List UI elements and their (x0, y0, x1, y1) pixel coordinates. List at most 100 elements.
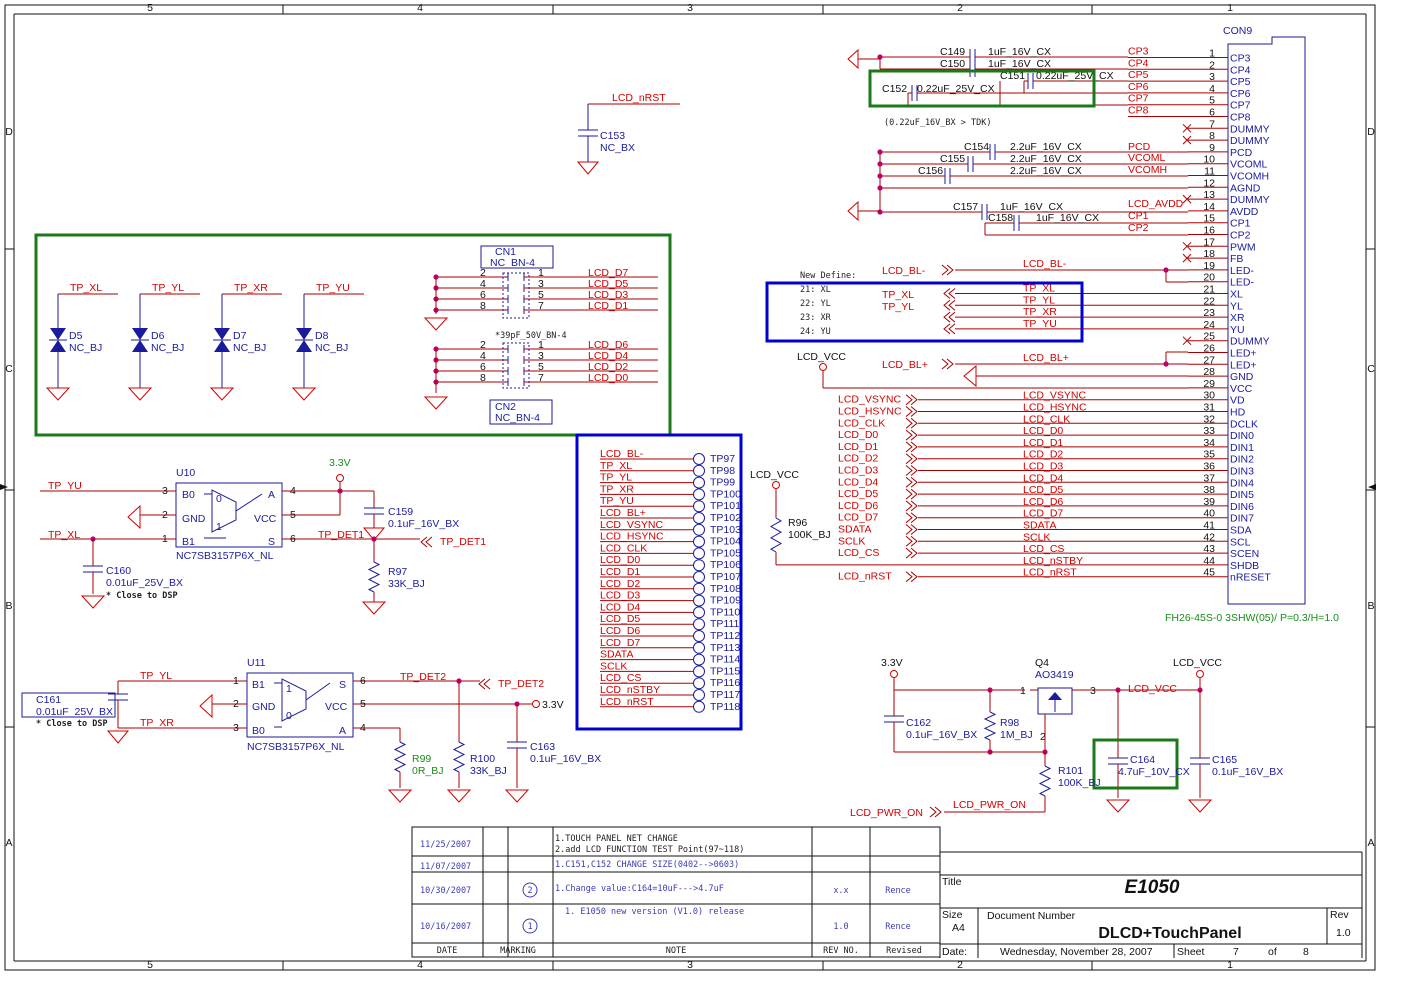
net-label: LCD_AVDD (1128, 198, 1184, 210)
port-chevron-icon (905, 417, 918, 429)
pin-name: VCOMH (1230, 171, 1269, 183)
test-point-icon (693, 594, 705, 607)
port-chevron-icon (905, 476, 918, 488)
port-chevron-icon (905, 512, 918, 524)
pin-number: 4 (480, 350, 486, 362)
net-label: LCD_BL+ (600, 507, 646, 519)
ref-label: CN2 (495, 401, 516, 413)
pin-number: 12 (1203, 177, 1215, 189)
ground-icon (199, 693, 213, 719)
pin-number: 26 (1203, 343, 1215, 355)
pin-number: 3 (162, 485, 168, 497)
resistor-symbol (1038, 765, 1052, 797)
test-point-icon (693, 464, 705, 477)
c151-c152-highlight-box (868, 69, 1096, 108)
value-label: 0.01uF_25V_BX (36, 706, 113, 718)
row-marker: A (1367, 837, 1374, 849)
rev-date: 11/25/2007 (420, 840, 471, 850)
pin-name: DIN0 (1230, 430, 1254, 442)
no-connect-icon (1182, 336, 1192, 346)
net-label: LCD_VCC (1128, 683, 1177, 695)
pin-number: 3 (1090, 685, 1096, 697)
pin-name: DIN5 (1230, 489, 1254, 501)
net-label: LCD_CS (838, 547, 879, 559)
column-marker: 1 (1227, 959, 1233, 971)
rev-note: 2.add LCD FUNCTION TEST Point(97~118) (555, 845, 744, 855)
pin-name: CP4 (1230, 64, 1251, 76)
net-label: LCD_D5 (588, 278, 628, 290)
tp-ref: TP115 (710, 665, 740, 677)
net-label: LCD_D4 (588, 350, 628, 362)
net-label: TP_YU (600, 495, 634, 507)
net-label: VCOMH (1128, 164, 1167, 176)
net-label: SCLK (600, 660, 627, 672)
pin-name: GND (182, 513, 206, 525)
ref-label: D7 (233, 330, 247, 342)
test-point-icon (693, 547, 705, 560)
pin-number: 32 (1203, 413, 1215, 425)
pin-name: XL (1230, 289, 1243, 301)
power-port-icon (532, 700, 540, 708)
net-label: SCLK (1023, 531, 1050, 543)
rev-note: 1.C151,C152 CHANGE SIZE(0402-->0603) (555, 860, 739, 870)
net-label: TP_DET1 (440, 536, 486, 548)
ic-body (246, 672, 354, 738)
cap-value: 1uF_16V_CX (988, 46, 1051, 58)
net-label: LCD_CS (600, 672, 641, 684)
net-label: LCD_D0 (838, 429, 878, 441)
net-label: LCD_CLK (838, 417, 885, 429)
note-label: * Close to DSP (106, 591, 178, 601)
test-point-icon (693, 535, 705, 548)
pin-number: 43 (1203, 543, 1215, 555)
resistor-symbol (983, 711, 997, 741)
pin-number: 5 (1209, 95, 1215, 107)
net-label: LCD_D6 (838, 500, 878, 512)
ground-icon (45, 387, 71, 401)
pin-number: 1 (538, 339, 544, 351)
value-label: NC_BJ (233, 342, 266, 354)
junction-dot (877, 173, 883, 179)
pin-number: 3 (538, 350, 544, 362)
row-marker: D (1367, 126, 1375, 138)
net-label: LCD_D1 (1023, 437, 1063, 449)
pin-name: VCC (325, 701, 348, 713)
pin-name: DUMMY (1230, 336, 1270, 348)
value-label: 0R_BJ (412, 765, 444, 777)
header-cell: DATE (437, 946, 457, 956)
net-label: LCD_D3 (588, 289, 628, 301)
test-point-icon (693, 700, 705, 713)
junction-dot (877, 149, 883, 155)
mux-label: 1 (286, 683, 292, 695)
pin-number: 27 (1203, 354, 1215, 366)
net-label: LCD_D0 (588, 372, 628, 384)
pin-number: 28 (1203, 366, 1215, 378)
net-label: LCD_D6 (1023, 496, 1063, 508)
pin-number: 25 (1203, 331, 1215, 343)
ref-label: R101 (1058, 765, 1083, 777)
value-label: 4.7uF_10V_CX (1118, 766, 1190, 778)
port-chevron-icon (478, 678, 491, 690)
ref-label: C153 (600, 130, 625, 142)
tp-ref: TP118 (710, 701, 740, 713)
value-label: NC_BX (600, 142, 635, 154)
header-cell: NOTE (666, 946, 686, 956)
net-label: TP_XL (882, 289, 914, 301)
net-label: TP_DET2 (400, 671, 446, 683)
value-label: 1M_BJ (1000, 729, 1033, 741)
net-label: LCD_D4 (838, 476, 878, 488)
pin-name: DIN3 (1230, 466, 1254, 478)
net-label: LCD_CLK (600, 542, 647, 554)
net-label: LCD_nRST (612, 92, 666, 104)
port-chevron-icon (420, 536, 433, 548)
tp-ref: TP102 (710, 512, 741, 524)
pin-number: 4 (360, 722, 366, 734)
test-point-icon (693, 618, 705, 631)
net-label: LCD_D5 (600, 613, 640, 625)
pin-number: 13 (1203, 189, 1215, 201)
pin-number: 45 (1203, 567, 1215, 579)
net-label: LCD_D5 (838, 488, 878, 500)
net-label: TP_YL (152, 282, 184, 294)
junction-dot (1163, 267, 1169, 273)
net-label: LCD_D2 (838, 453, 878, 465)
